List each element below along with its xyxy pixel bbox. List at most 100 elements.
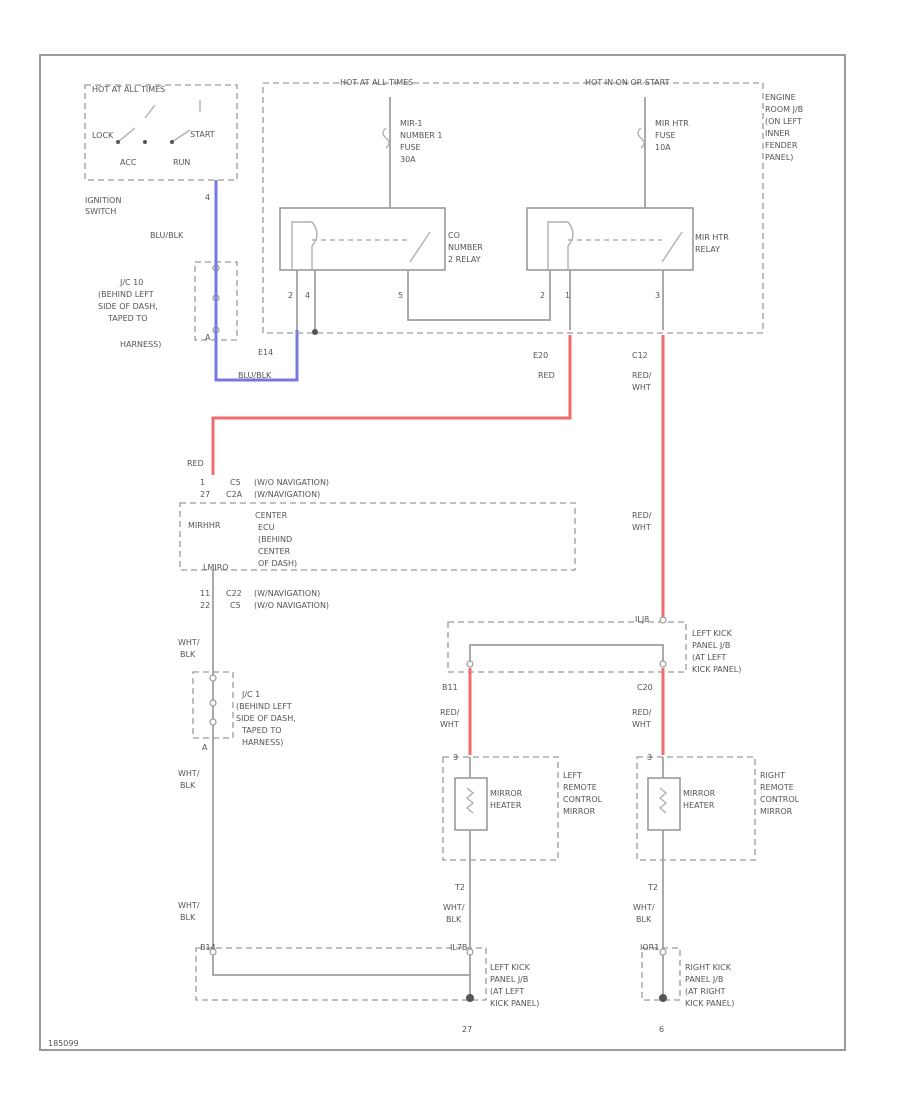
e14-wire-label: BLU/BLK: [238, 371, 272, 380]
left-ground-bus: [212, 950, 471, 976]
right-ground-jb-box: [641, 947, 681, 1001]
il7b-pin: [466, 948, 474, 956]
svg-text:SIDE OF DASH,: SIDE OF DASH,: [98, 302, 158, 311]
b14-label: B14: [200, 943, 216, 952]
svg-text:(W/O NAVIGATION): (W/O NAVIGATION): [254, 478, 329, 487]
svg-text:CENTER: CENTER: [258, 547, 291, 556]
svg-text:MIRROR: MIRROR: [490, 789, 523, 798]
jc1-label: J/C 1 (BEHIND LEFT SIDE OF DASH, TAPED T…: [236, 690, 296, 747]
svg-text:(AT LEFT: (AT LEFT: [490, 987, 524, 996]
svg-text:PANEL J/B: PANEL J/B: [685, 975, 723, 984]
left-mirror-box: [442, 756, 559, 861]
hot-all-times-label: HOT AT ALL TIMES: [340, 78, 413, 87]
svg-text:REMOTE: REMOTE: [563, 783, 597, 792]
ecu-mirhhr-terminal: MIRHHR: [188, 521, 221, 530]
center-ecu-box: [179, 502, 576, 571]
relay1-pin-4: 4: [305, 291, 310, 300]
svg-text:10A: 10A: [655, 143, 671, 152]
ilj8-pin: [659, 616, 667, 624]
b14-pin: [209, 948, 217, 956]
left-mirror-pin: 3: [453, 753, 458, 762]
fuse1-symbol: [382, 127, 390, 149]
right-mirror-wire-b: BLK: [636, 915, 652, 924]
svg-text:LEFT KICK: LEFT KICK: [490, 963, 531, 972]
svg-text:MIR HTR: MIR HTR: [655, 119, 689, 128]
relay2-pin-1: 1: [565, 291, 570, 300]
fuse2-symbol: [637, 127, 645, 149]
jc10-label: J/C 10 (BEHIND LEFT SIDE OF DASH, TAPED …: [98, 278, 161, 349]
svg-text:CONTROL: CONTROL: [760, 795, 800, 804]
svg-text:22: 22: [200, 601, 210, 610]
svg-text:(BEHIND: (BEHIND: [258, 535, 292, 544]
left-red-wht-a: RED/: [440, 708, 460, 717]
right-red-wht-a: RED/: [632, 708, 652, 717]
svg-text:INNER: INNER: [765, 129, 790, 138]
jc1-pin-top: [209, 674, 217, 682]
svg-text:(AT RIGHT: (AT RIGHT: [685, 987, 726, 996]
svg-text:LEFT KICK: LEFT KICK: [692, 629, 733, 638]
jc1-pin-mid: [209, 699, 217, 707]
svg-text:(AT LEFT: (AT LEFT: [692, 653, 726, 662]
c20-label: C20: [637, 683, 653, 692]
ecu-bottom-connectors: 11 C22 (W/NAVIGATION) 22 C5 (W/O NAVIGAT…: [200, 589, 329, 610]
left-kick-jb-bus: [469, 644, 664, 662]
relay2-pin-2: 2: [540, 291, 545, 300]
right-ground-pin: 6: [659, 1025, 664, 1034]
right-mirror-heater-label: MIRROR HEATER: [683, 789, 716, 810]
right-ground-jb-label: RIGHT KICK PANEL J/B (AT RIGHT KICK PANE…: [685, 963, 734, 1008]
svg-text:(ON LEFT: (ON LEFT: [765, 117, 802, 126]
svg-text:RIGHT KICK: RIGHT KICK: [685, 963, 732, 972]
wht-blk-label-3b: BLK: [180, 913, 196, 922]
fuse1-label: MIR-1 NUMBER 1 FUSE 30A: [400, 119, 442, 164]
svg-text:MIRROR: MIRROR: [683, 789, 716, 798]
svg-text:KICK PANEL): KICK PANEL): [685, 999, 734, 1008]
ignition-switch-label-1: IGNITION: [85, 196, 121, 205]
ignition-pin-label: 4: [205, 193, 210, 202]
jc1-pin-letter: A: [202, 743, 208, 752]
left-kick-jb-top-label: LEFT KICK PANEL J/B (AT LEFT KICK PANEL): [692, 629, 741, 674]
ecu-lmiro-terminal: LMIRO: [203, 563, 229, 572]
right-mirror-wire-a: WHT/: [633, 903, 655, 912]
svg-text:HEATER: HEATER: [683, 801, 715, 810]
c12-wire-label-1: RED/: [632, 371, 652, 380]
e14-connector-label: E14: [258, 348, 273, 357]
fuse2-label: MIR HTR FUSE 10A: [655, 119, 689, 152]
mir-htr-relay-label: MIR HTR RELAY: [695, 233, 729, 254]
ignition-wire: [214, 180, 299, 382]
e20-red-wire: [211, 335, 572, 475]
relay1-pin-2: 2: [288, 291, 293, 300]
svg-text:2 RELAY: 2 RELAY: [448, 255, 481, 264]
svg-text:PANEL): PANEL): [765, 153, 793, 162]
c12-wire-label-2: WHT: [632, 383, 651, 392]
right-mirror-conn: T2: [647, 883, 658, 892]
svg-text:ROOM J/B: ROOM J/B: [765, 105, 803, 114]
left-heater-element: [465, 787, 475, 814]
svg-text:30A: 30A: [400, 155, 416, 164]
right-heater-element: [658, 787, 668, 814]
svg-text:ENGINE: ENGINE: [765, 93, 796, 102]
svg-text:J/C 10: J/C 10: [119, 278, 143, 287]
right-mirror-heater: [647, 777, 681, 831]
svg-text:CONTROL: CONTROL: [563, 795, 603, 804]
ecu-top-connectors: 1 C5 (W/O NAVIGATION) 27 C2A (W/NAVIGATI…: [200, 478, 329, 499]
number2-relay-label: CO NUMBER 2 RELAY: [448, 231, 483, 264]
right-mirror-label: RIGHT REMOTE CONTROL MIRROR: [760, 771, 800, 816]
ignition-lock-label: LOCK: [92, 131, 114, 140]
jc1-box: [192, 671, 234, 739]
left-mirror-conn: T2: [454, 883, 465, 892]
jc10-pin-letter: A: [205, 333, 211, 342]
svg-text:RIGHT: RIGHT: [760, 771, 785, 780]
relay2-contact: [661, 231, 683, 263]
svg-text:SIDE OF DASH,: SIDE OF DASH,: [236, 714, 296, 723]
ecu-top-wire-label: RED: [187, 459, 204, 468]
wht-blk-label-1b: BLK: [180, 650, 196, 659]
svg-text:PANEL J/B: PANEL J/B: [692, 641, 730, 650]
engine-room-jb-label: ENGINE ROOM J/B (ON LEFT INNER FENDER PA…: [765, 93, 803, 162]
svg-text:C5: C5: [230, 601, 241, 610]
relay-interlink-wire: [407, 270, 551, 321]
svg-text:NUMBER: NUMBER: [448, 243, 483, 252]
wht-blk-label-2b: BLK: [180, 781, 196, 790]
svg-text:PANEL J/B: PANEL J/B: [490, 975, 528, 984]
svg-text:11: 11: [200, 589, 210, 598]
c12-wire-label-3: RED/: [632, 511, 652, 520]
